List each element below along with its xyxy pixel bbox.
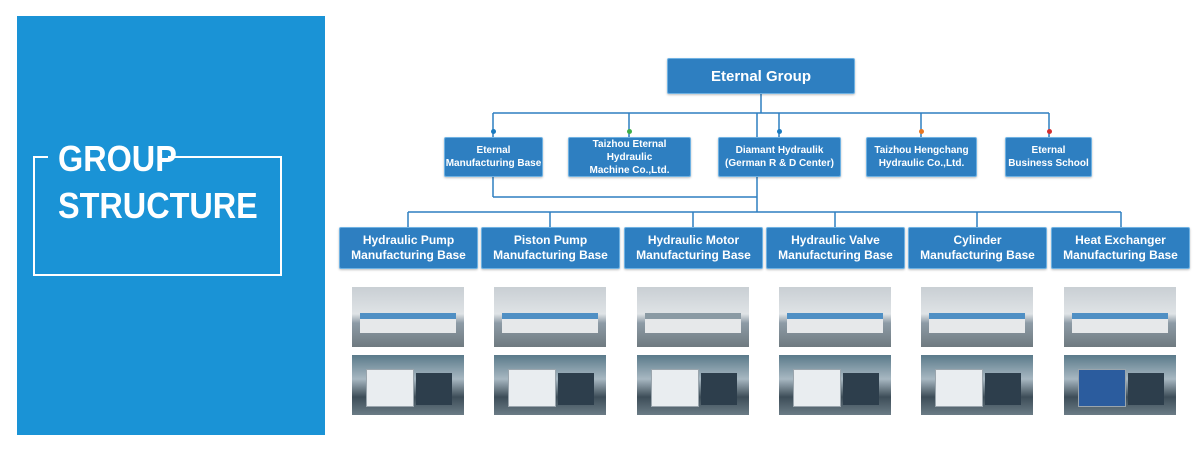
title-line-structure: STRUCTURE	[58, 185, 258, 226]
connector-dot	[919, 129, 924, 134]
factory-exterior-photo	[637, 287, 749, 347]
node-hydraulic-motor-base: Hydraulic Motor Manufacturing Base	[624, 227, 763, 269]
factory-interior-photo	[921, 355, 1033, 415]
title-line-group: GROUP	[58, 138, 177, 179]
connector-dot	[1047, 129, 1052, 134]
node-eternal-business-school: Eternal Business School	[1005, 137, 1092, 177]
node-taizhou-eternal-hydraulic: Taizhou Eternal Hydraulic Machine Co.,Lt…	[568, 137, 691, 177]
node-piston-pump-base: Piston Pump Manufacturing Base	[481, 227, 620, 269]
node-cylinder-base: Cylinder Manufacturing Base	[908, 227, 1047, 269]
factory-exterior-photo	[494, 287, 606, 347]
factory-exterior-photo	[779, 287, 891, 347]
left-title-panel	[17, 16, 325, 435]
node-taizhou-hengchang: Taizhou Hengchang Hydraulic Co.,Ltd.	[866, 137, 977, 177]
factory-interior-photo	[494, 355, 606, 415]
connector-dot	[627, 129, 632, 134]
node-hydraulic-pump-base: Hydraulic Pump Manufacturing Base	[339, 227, 478, 269]
factory-exterior-photo	[921, 287, 1033, 347]
root-node-eternal-group: Eternal Group	[667, 58, 855, 94]
factory-interior-photo	[779, 355, 891, 415]
node-diamant-hydraulik: Diamant Hydraulik (German R & D Center)	[718, 137, 841, 177]
node-heat-exchanger-base: Heat Exchanger Manufacturing Base	[1051, 227, 1190, 269]
connector-dot	[777, 129, 782, 134]
factory-exterior-photo	[1064, 287, 1176, 347]
factory-interior-photo	[352, 355, 464, 415]
node-eternal-manufacturing-base: Eternal Manufacturing Base	[444, 137, 543, 177]
factory-interior-photo	[1064, 355, 1176, 415]
connector-dot	[491, 129, 496, 134]
node-hydraulic-valve-base: Hydraulic Valve Manufacturing Base	[766, 227, 905, 269]
factory-interior-photo	[637, 355, 749, 415]
factory-exterior-photo	[352, 287, 464, 347]
